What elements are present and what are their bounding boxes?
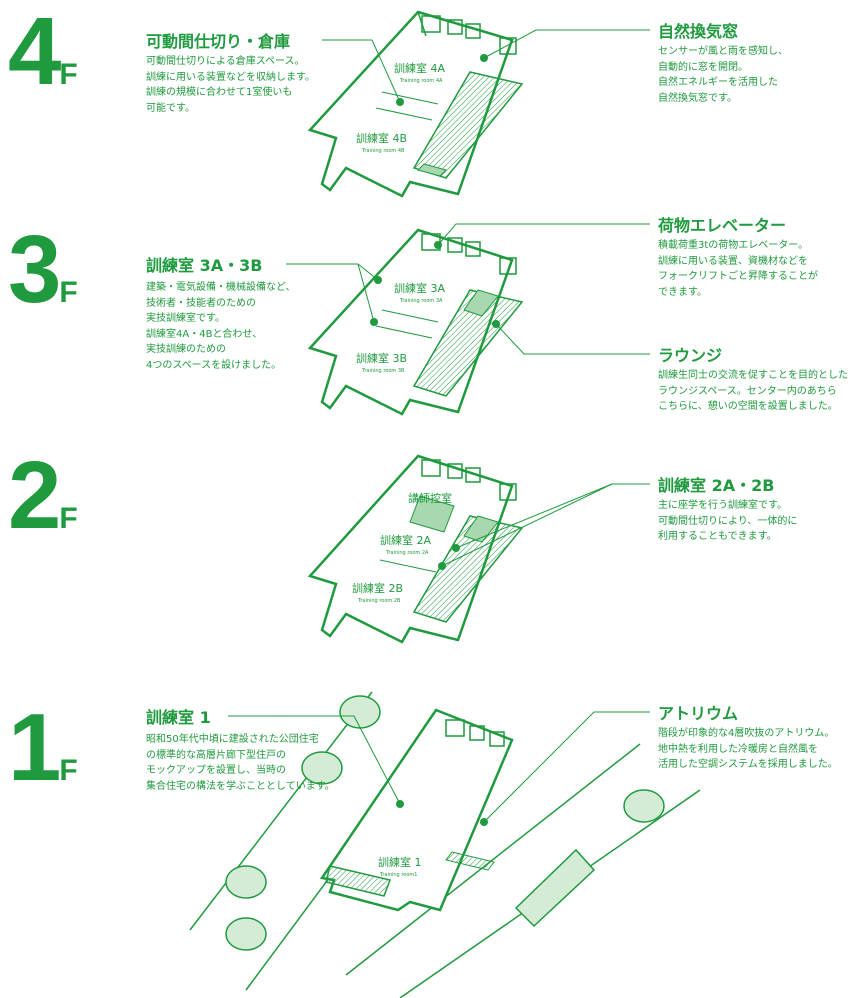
callout-desc-4f-partition: 可動間仕切りによる倉庫スペース。訓練に用いる装置などを収納します。訓練の規模に合…: [146, 56, 315, 114]
room-sub-3a: Training room 3A: [399, 298, 443, 304]
floor-label-4f: 4F: [8, 0, 78, 105]
callout-desc-3f-rooms: 建築・電気設備・機械設備など、技術者・技能者のための実技訓練室です。訓練室4A・…: [146, 282, 296, 371]
callout-title-1f-atrium: アトリウム: [658, 704, 739, 723]
callout-title-4f-partition: 可動間仕切り・倉庫: [146, 32, 291, 51]
callout-title-1f-room: 訓練室 1: [146, 708, 211, 727]
room-sub-3b: Training room 3B: [361, 368, 405, 374]
room-sub-4a: Training room 4A: [399, 78, 443, 84]
floor-label-2f: 2F: [8, 442, 78, 549]
callout-title-4f-window: 自然換気窓: [658, 22, 739, 41]
room-sub-4b: Training room 4B: [361, 148, 405, 154]
room-label-4a: 訓練室 4A: [394, 61, 445, 75]
floor-label-3f: 3F: [8, 216, 78, 323]
plan-2f: [307, 454, 524, 644]
room-label-2a: 訓練室 2A: [380, 533, 431, 547]
callout-title-3f-rooms: 訓練室 3A・3B: [146, 256, 263, 275]
room-sub-2a: Training room 2A: [385, 550, 429, 556]
room-sub-2b: Training room 2B: [357, 598, 401, 604]
callout-desc-4f-window: センサーが風と雨を感知し、自動的に窓を開閉。自然エネルギーを活用した自然換気窓で…: [658, 46, 788, 104]
room-label-1: 訓練室 1: [378, 855, 422, 869]
callout-title-3f-lounge: ラウンジ: [658, 346, 723, 365]
callout-desc-1f-room: 昭和50年代中頃に建設された公団住宅の標準的な高層片廊下型住戸のモックアップを設…: [146, 734, 335, 792]
callout-desc-3f-elevator: 積載荷重3tの荷物エレベーター。訓練に用いる装置、資機材などをフォークリフトごと…: [658, 240, 818, 298]
room-label-staff: 講師控室: [408, 491, 452, 505]
callout-desc-1f-atrium: 階段が印象的な4層吹抜のアトリウム。地中熱を利用した冷暖房と自然風を活用した空調…: [658, 728, 838, 770]
plan-4f: [307, 10, 524, 198]
room-sub-1: Training room1: [379, 872, 417, 878]
floor-label-1f: 1F: [8, 694, 78, 801]
room-label-2b: 訓練室 2B: [352, 581, 403, 595]
callout-title-2f-rooms: 訓練室 2A・2B: [658, 476, 775, 495]
room-label-4b: 訓練室 4B: [356, 131, 407, 145]
room-label-3b: 訓練室 3B: [356, 351, 407, 365]
plan-3f: [307, 228, 524, 416]
callout-desc-3f-lounge: 訓練生同士の交流を促すことを目的としたラウンジスペース。センター内のあちらこちら…: [658, 370, 848, 412]
callout-title-3f-elevator: 荷物エレベーター: [658, 216, 787, 235]
callout-desc-2f-rooms: 主に座学を行う訓練室です。可動間仕切りにより、一体的に利用することもできます。: [658, 500, 798, 542]
plan-1f: [189, 691, 701, 998]
room-label-3a: 訓練室 3A: [394, 281, 445, 295]
